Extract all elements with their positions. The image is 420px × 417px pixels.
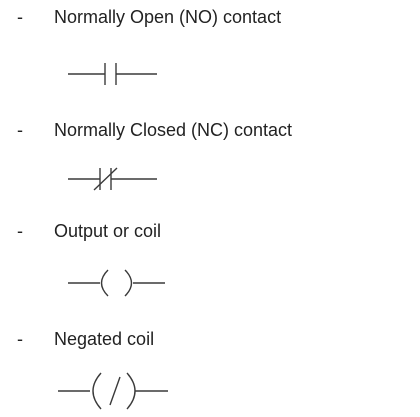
no-contact-icon bbox=[68, 63, 157, 85]
label-negated-coil: Negated coil bbox=[54, 329, 155, 349]
coil-icon bbox=[68, 269, 165, 297]
bullet-dash: - bbox=[17, 120, 23, 140]
label-no-contact: Normally Open (NO) contact bbox=[54, 7, 282, 27]
bullet-dash: - bbox=[17, 329, 23, 349]
label-coil: Output or coil bbox=[54, 221, 162, 241]
bullet-dash: - bbox=[17, 221, 23, 241]
negated-coil-icon bbox=[58, 372, 168, 410]
nc-contact-icon bbox=[68, 167, 157, 191]
bullet-dash: - bbox=[17, 7, 23, 27]
label-nc-contact: Normally Closed (NC) contact bbox=[54, 120, 293, 140]
